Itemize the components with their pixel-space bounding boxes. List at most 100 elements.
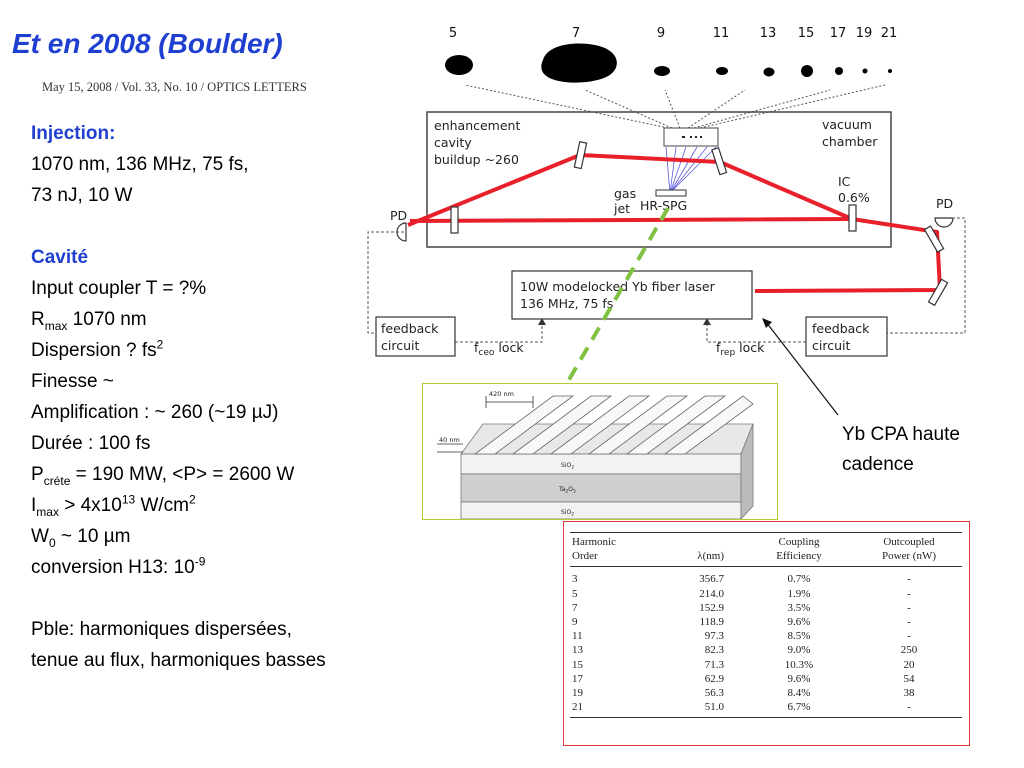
fceo-lock-label: fceo lock: [474, 340, 524, 358]
table-header-cell: Efficiency: [742, 549, 856, 568]
ic-label-1: IC: [838, 174, 851, 189]
feedback-left-label-2: circuit: [381, 338, 419, 353]
grating-structure-svg: 420 nm 40 nm SiO2 Ta2O5 SiO2: [437, 390, 754, 521]
hr-spg-label: HR-SPG: [640, 198, 687, 213]
table-header-cell: Outcoupled: [856, 532, 962, 550]
projection-lines: [464, 84, 886, 129]
waist-line: W0 ~ 10 µm: [31, 526, 131, 550]
photodiode-right: [934, 217, 954, 228]
vacuum-label-1: vacuum: [822, 117, 872, 132]
peak-power-line: Pcréte = 190 MW, <P> = 2600 W: [31, 464, 295, 488]
finesse-line: Finesse ~: [31, 371, 114, 392]
layer-sio2-top-label: SiO2: [561, 462, 574, 471]
mirror: [927, 278, 949, 307]
harmonic-label: 15: [798, 26, 815, 41]
grating-inset-figure: 420 nm 40 nm SiO2 Ta2O5 SiO2: [422, 383, 778, 521]
depth-label: 40 nm: [439, 436, 460, 444]
mirror: [711, 147, 728, 176]
enhancement-label-3: buildup ~260: [434, 152, 519, 167]
table-header-cell: Order: [570, 549, 644, 568]
detector-dots: [682, 136, 702, 138]
feedback-lines: [367, 217, 966, 343]
harmonic-label: 21: [881, 26, 898, 41]
layer-sio2-bottom-label: SiO2: [561, 509, 574, 518]
pd-right-label: PD: [936, 196, 953, 211]
cavity-mirrors: [450, 140, 949, 307]
harmonic-table-box: Harmonic Coupling Outcoupled Order λ(nm)…: [563, 521, 970, 746]
conversion-line: conversion H13: 10-9: [31, 554, 206, 578]
yb-cpa-arrowhead: [762, 318, 772, 328]
harmonic-fan: [665, 146, 717, 194]
lock-arrows: [538, 318, 711, 325]
gas-label-2: jet: [613, 201, 630, 216]
input-coupler-line: Input coupler T = ?%: [31, 278, 207, 299]
ic-label-2: 0.6%: [838, 190, 870, 205]
table-header-cell: Power (nW): [856, 549, 962, 568]
mirror: [848, 204, 857, 232]
harmonic-label: 9: [657, 26, 665, 41]
problem-line-1: Pble: harmoniques dispersées,: [31, 619, 292, 640]
vacuum-label-2: chamber: [822, 134, 878, 149]
harmonic-spot: [835, 67, 843, 75]
rmax-line: Rmax 1070 nm: [31, 309, 147, 333]
yb-cpa-note-line-2: cadence: [842, 454, 914, 475]
parameters-text-block: Injection: 1070 nm, 136 MHz, 75 fs, 73 n…: [31, 118, 441, 676]
feedback-circuit-left-box: [375, 316, 456, 357]
harmonic-label: 19: [856, 26, 873, 41]
table-header-cell: Coupling: [742, 532, 856, 550]
mirror: [573, 140, 588, 170]
harmonic-spot: [763, 67, 775, 77]
harmonic-spot: [862, 68, 868, 74]
enhancement-label-1: enhancement: [434, 118, 520, 133]
harmonic-spot: [888, 69, 892, 73]
injection-line-2: 73 nJ, 10 W: [31, 185, 133, 206]
harmonic-label: 11: [713, 26, 730, 41]
harmonic-spots: [445, 43, 892, 83]
feedback-right-label-1: feedback: [812, 321, 870, 336]
harmonic-label: 17: [830, 26, 847, 41]
frep-lock-label: frep lock: [716, 340, 765, 358]
injection-line-1: 1070 nm, 136 MHz, 75 fs,: [31, 154, 249, 175]
yb-cpa-note: Yb CPA haute cadence: [842, 420, 960, 480]
grating-link-dashed: [564, 207, 670, 386]
slide-title: Et en 2008 (Boulder): [12, 28, 283, 59]
amplification-line: Amplification : ~ 260 (~19 µJ): [31, 402, 279, 423]
table-header-cell: Harmonic: [570, 532, 644, 550]
laser-label-1: 10W modelocked Yb fiber laser: [520, 279, 716, 294]
hr-spg-grating: [655, 189, 687, 197]
harmonic-spot: [541, 43, 617, 83]
harmonic-spot: [801, 65, 813, 77]
fiber-laser-box: [511, 270, 753, 320]
period-label: 420 nm: [489, 390, 514, 398]
harmonic-label: 7: [572, 26, 580, 41]
yb-cpa-note-line-1: Yb CPA haute: [842, 424, 960, 445]
problem-line-2: tenue au flux, harmoniques basses: [31, 650, 326, 671]
yb-cpa-arrow: [765, 321, 839, 416]
harmonic-spot: [716, 67, 728, 75]
layer-ta2o5-label: Ta2O5: [558, 486, 576, 495]
cavite-heading: Cavité: [31, 247, 89, 268]
laser-label-2: 136 MHz, 75 fs: [520, 296, 613, 311]
mirror: [923, 225, 945, 253]
dispersion-line: Dispersion ? fs2: [31, 337, 164, 361]
vacuum-chamber-box: [426, 111, 892, 248]
harmonic-label: 13: [760, 26, 777, 41]
harmonic-labels: 5 7 9 11 13 15 17 19 21: [449, 26, 897, 41]
grating-ridges: [473, 395, 754, 455]
injection-heading: Injection:: [31, 123, 116, 144]
harmonic-table: Harmonic Coupling Outcoupled Order λ(nm)…: [570, 532, 962, 719]
journal-citation: May 15, 2008 / Vol. 33, No. 10 / OPTICS …: [42, 80, 307, 94]
imax-line: Imax > 4x1013 W/cm2: [31, 492, 196, 519]
table-header-row-2: Order λ(nm) Efficiency Power (nW): [570, 549, 962, 568]
feedback-circuit-right-box: [805, 316, 888, 357]
table-header-cell: λ(nm): [644, 549, 742, 568]
pd-left-label: PD: [390, 208, 407, 223]
